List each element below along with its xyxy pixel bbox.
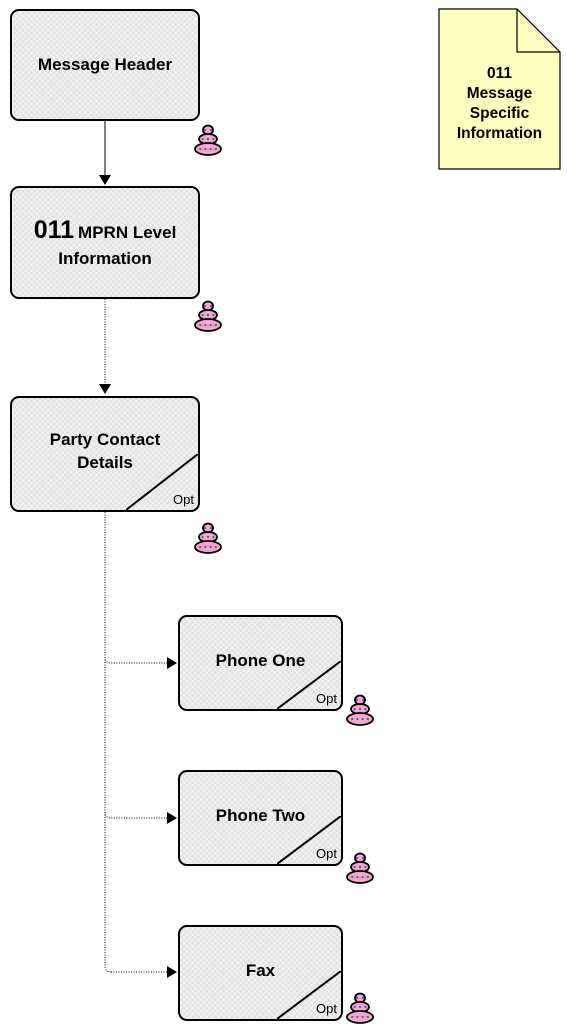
mprn-label-line2: Information — [58, 248, 152, 268]
message-header-node[interactable]: Message Header — [10, 9, 200, 121]
party-contact-details-node[interactable]: Party Contact Details Opt — [10, 396, 200, 512]
note-line-4: Information — [456, 125, 543, 143]
connector-party-contact-trunk — [104, 512, 112, 973]
connector-to-phone-two — [104, 811, 177, 824]
phone-two-repeat-icon — [346, 852, 374, 884]
fax-label: Fax — [245, 960, 276, 980]
phone-one-label: Phone One — [215, 650, 306, 670]
phone-one-repeat-icon — [346, 694, 374, 726]
message-header-label: Message Header — [37, 54, 173, 74]
phone-two-label: Phone Two — [215, 805, 306, 825]
mprn-level-repeat-icon — [194, 300, 222, 332]
fax-optional-label: Opt — [316, 1001, 337, 1017]
note-line-2: Message — [466, 85, 533, 103]
phone-two-optional-label: Opt — [316, 846, 337, 862]
note-line-1: 011 — [486, 65, 512, 82]
phone-two-node[interactable]: Phone Two Opt — [178, 770, 343, 866]
mprn-label-line1: MPRN Level — [78, 223, 177, 243]
party-contact-label-line1: Party Contact — [49, 430, 161, 450]
note-shape — [438, 8, 561, 170]
note-line-3: Specific — [469, 105, 530, 123]
party-contact-repeat-icon — [194, 522, 222, 554]
connector-to-phone-one — [104, 656, 177, 669]
phone-one-node[interactable]: Phone One Opt — [178, 615, 343, 711]
message-specific-information-note: 011 Message Specific Information — [438, 8, 561, 170]
mprn-message-code: 011 — [33, 216, 75, 245]
message-header-repeat-icon — [194, 124, 222, 156]
fax-node[interactable]: Fax Opt — [178, 925, 343, 1021]
party-contact-label-line2: Details — [77, 453, 133, 472]
phone-one-optional-label: Opt — [316, 691, 337, 707]
party-contact-optional-label: Opt — [173, 492, 194, 508]
fax-repeat-icon — [346, 992, 374, 1024]
